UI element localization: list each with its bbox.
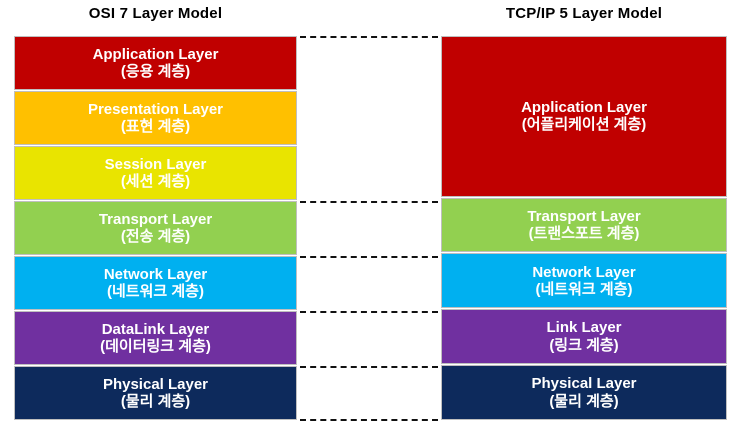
connector-line-datalink-physical bbox=[300, 366, 438, 368]
tcpip-layer-application[interactable]: Application Layer (어플리케이션 계층) bbox=[441, 36, 727, 197]
tcpip-layer-physical-name-ko: (물리 계층) bbox=[549, 392, 619, 410]
osi-layer-session-name-en: Session Layer bbox=[104, 155, 207, 173]
tcpip-layer-network-name-ko: (네트워크 계층) bbox=[535, 280, 633, 298]
osi-layer-application-name-ko: (응용 계층) bbox=[120, 63, 191, 80]
tcpip-layer-network-name-en: Network Layer bbox=[532, 263, 636, 281]
tcpip-layer-transport[interactable]: Transport Layer (트랜스포트 계층) bbox=[441, 197, 727, 253]
connector-line-network-datalink bbox=[300, 311, 438, 313]
osi-layer-network-name-en: Network Layer bbox=[103, 265, 208, 283]
osi-layer-physical-name-ko: (물리 계층) bbox=[120, 393, 191, 410]
tcpip-layer-network[interactable]: Network Layer (네트워크 계층) bbox=[441, 253, 727, 309]
osi-layer-network-name-ko: (네트워크 계층) bbox=[107, 283, 204, 300]
osi-layer-session[interactable]: Session Layer (세션 계층) bbox=[14, 146, 297, 200]
tcpip-layer-physical-name-en: Physical Layer bbox=[531, 375, 637, 393]
osi-layer-presentation-name-ko: (표현 계층) bbox=[120, 118, 191, 135]
osi-layer-physical-name-en: Physical Layer bbox=[102, 375, 209, 393]
tcpip-layer-link[interactable]: Link Layer (링크 계층) bbox=[441, 309, 727, 365]
osi-layer-transport[interactable]: Transport Layer (전송 계층) bbox=[14, 201, 297, 255]
tcpip-layer-link-name-en: Link Layer bbox=[546, 319, 622, 337]
osi-layer-datalink-name-ko: (데이터링크 계층) bbox=[100, 338, 211, 355]
osi-layer-presentation[interactable]: Presentation Layer (표현 계층) bbox=[14, 91, 297, 145]
osi-layer-transport-name-en: Transport Layer bbox=[98, 210, 213, 228]
tcpip-layer-stack: Application Layer (어플리케이션 계층) Transport … bbox=[441, 36, 727, 421]
tcpip-layer-application-name-en: Application Layer bbox=[521, 99, 647, 117]
tcpip-layer-transport-name-ko: (트랜스포트 계층) bbox=[528, 225, 640, 242]
osi-layer-session-name-ko: (세션 계층) bbox=[120, 173, 191, 190]
osi-layer-datalink[interactable]: DataLink Layer (데이터링크 계층) bbox=[14, 311, 297, 365]
osi-layer-application-name-en: Application Layer bbox=[92, 45, 219, 63]
osi-layer-application[interactable]: Application Layer (응용 계층) bbox=[14, 36, 297, 90]
tcpip-layer-link-name-ko: (링크 계층) bbox=[549, 336, 619, 354]
osi-layer-datalink-name-en: DataLink Layer bbox=[101, 320, 210, 338]
connector-line-session-transport bbox=[300, 201, 438, 203]
tcpip-model-title: TCP/IP 5 Layer Model bbox=[505, 5, 663, 22]
connector-line-transport-network bbox=[300, 256, 438, 258]
connector-line-physical-bottom bbox=[300, 419, 438, 421]
osi-layer-presentation-name-en: Presentation Layer bbox=[87, 100, 224, 118]
osi-model-title: OSI 7 Layer Model bbox=[88, 5, 223, 22]
connector-line-application-top bbox=[300, 36, 438, 38]
tcpip-layer-physical[interactable]: Physical Layer (물리 계층) bbox=[441, 365, 727, 421]
tcpip-layer-transport-name-en: Transport Layer bbox=[527, 207, 641, 225]
tcpip-layer-application-name-ko: (어플리케이션 계층) bbox=[521, 116, 647, 134]
osi-layer-stack: Application Layer (응용 계층) Presentation L… bbox=[14, 36, 297, 420]
osi-layer-network[interactable]: Network Layer (네트워크 계층) bbox=[14, 256, 297, 310]
osi-layer-physical[interactable]: Physical Layer (물리 계층) bbox=[14, 366, 297, 420]
osi-layer-transport-name-ko: (전송 계층) bbox=[120, 228, 191, 245]
